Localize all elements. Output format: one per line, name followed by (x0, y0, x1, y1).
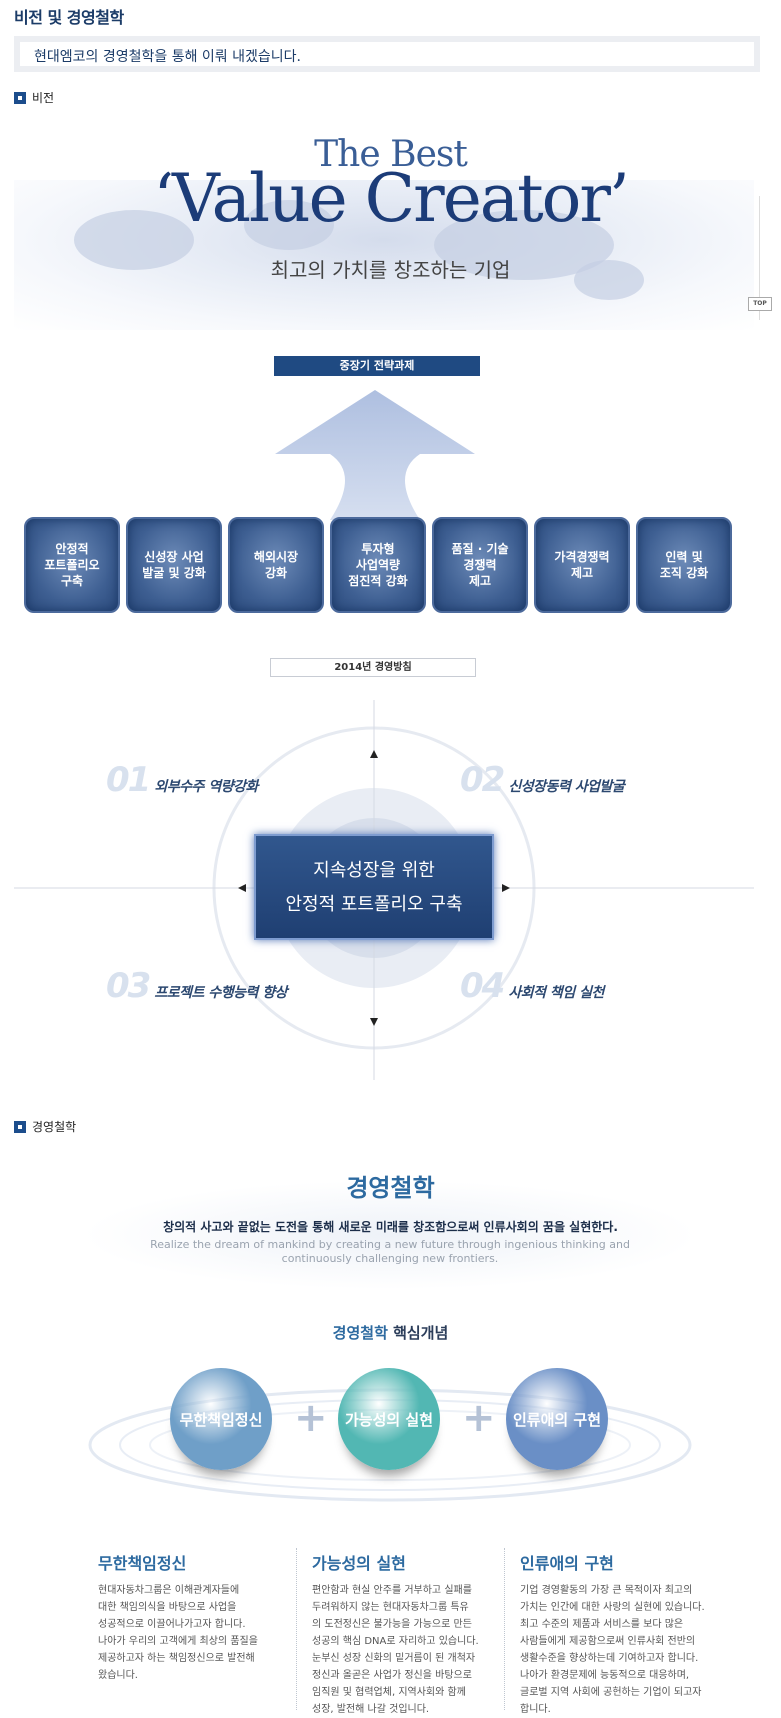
core-policy-box: 지속성장을 위한 안정적 포트폴리오 구축 (254, 834, 494, 940)
philosophy-backdrop (80, 1180, 700, 1290)
goal-01: 01 외부수주 역량강화 (106, 760, 258, 800)
concepts-title: 경영철학 핵심개념 (0, 1322, 781, 1343)
strategy-task: 품질 · 기술 경쟁력 제고 (432, 517, 528, 613)
growth-arrow (275, 390, 475, 520)
column-body: 기업 경영활동의 가장 큰 목적이자 최고의 가치는 인간에 대한 사랑의 실현… (520, 1585, 705, 1715)
vision-subtitle: 최고의 가치를 창조하는 기업 (270, 258, 511, 282)
vision-section-heading: 비전 (14, 89, 54, 106)
strategy-task: 신성장 사업 발굴 및 강화 (126, 517, 222, 613)
strategy-task: 가격경쟁력 제고 (534, 517, 630, 613)
concept-label: 무한책임정신 (179, 1410, 263, 1429)
goal-04: 04 사회적 책임 실천 (460, 966, 604, 1006)
vision-section-label: 비전 (32, 91, 55, 105)
goal-number: 02 (460, 760, 505, 800)
concept-label: 가능성의 실현 (344, 1410, 434, 1429)
strategy-label: 중장기 전략과제 (274, 356, 480, 376)
philosophy-section-heading: 경영철학 (14, 1118, 76, 1135)
strategy-task: 투자형 사업역량 점진적 강화 (330, 517, 426, 613)
strategy-task: 인력 및 조직 강화 (636, 517, 732, 613)
concept-circle: 인류애의 구현 (506, 1368, 608, 1470)
intro-text: 현대엠코의 경영철학을 통해 이뤄 내겠습니다. (34, 49, 301, 65)
scroll-track (759, 196, 760, 320)
vision-the-best: The Best (314, 134, 468, 175)
column-divider (296, 1548, 297, 1710)
goal-02: 02 신성장동력 사업발굴 (460, 760, 625, 800)
philosophy-column: 인류애의 구현 기업 경영활동의 가장 큰 목적이자 최고의 가치는 인간에 대… (520, 1550, 708, 1718)
section-bullet-icon (14, 1120, 26, 1133)
section-bullet-icon (14, 91, 26, 104)
goal-text: 사회적 책임 실천 (508, 985, 604, 1001)
column-heading: 인류애의 구현 (520, 1554, 614, 1573)
column-body: 편안함과 현실 안주를 거부하고 실패를 두려워하지 않는 현대자동차그룹 특유… (312, 1585, 479, 1715)
concepts-title-rest: 핵심개념 (387, 1324, 449, 1342)
goal-number: 01 (106, 760, 151, 800)
philosophy-statement-en: Realize the dream of mankind by creating… (150, 1238, 630, 1265)
philosophy-column: 무한책임정신 현대자동차그룹은 이해관계자들에 대한 책임의식을 바탕으로 사업… (98, 1550, 286, 1684)
concept-label: 인류애의 구현 (512, 1410, 602, 1429)
concepts-title-accent: 경영철학 (332, 1324, 388, 1342)
goal-text: 프로젝트 수행능력 향상 (154, 985, 287, 1001)
policy-label: 2014년 경영방침 (270, 658, 476, 677)
vision-value-creator: ‘Value Creator’ (153, 160, 630, 237)
world-map-background (14, 180, 754, 330)
goal-number: 03 (106, 966, 151, 1006)
page-title: 비전 및 경영철학 (14, 8, 124, 27)
column-divider (504, 1548, 505, 1710)
column-body: 현대자동차그룹은 이해관계자들에 대한 책임의식을 바탕으로 사업을 성공적으로… (98, 1585, 258, 1681)
goal-text: 신성장동력 사업발굴 (508, 779, 625, 795)
philosophy-title: 경영철학 (346, 1174, 435, 1202)
column-heading: 가능성의 실현 (312, 1554, 406, 1573)
strategy-task: 해외시장 강화 (228, 517, 324, 613)
philosophy-section-label: 경영철학 (32, 1120, 77, 1134)
goal-text: 외부수주 역량강화 (154, 779, 258, 795)
top-button[interactable]: TOP (748, 297, 772, 311)
concept-circle: 무한책임정신 (170, 1368, 272, 1470)
intro-box: 현대엠코의 경영철학을 통해 이뤄 내겠습니다. (14, 36, 760, 72)
philosophy-column: 가능성의 실현 편안함과 현실 안주를 거부하고 실패를 두려워하지 않는 현대… (312, 1550, 500, 1718)
strategy-task: 안정적 포트폴리오 구축 (24, 517, 120, 613)
concept-circle: 가능성의 실현 (338, 1368, 440, 1470)
column-heading: 무한책임정신 (98, 1554, 187, 1573)
goal-number: 04 (460, 966, 505, 1006)
philosophy-statement-kr: 창의적 사고와 끝없는 도전을 통해 새로운 미래를 창조함으로써 인류사회의 … (163, 1220, 618, 1234)
plus-icon: + (294, 1395, 328, 1441)
plus-icon: + (462, 1395, 496, 1441)
strategy-tasks: 안정적 포트폴리오 구축 신성장 사업 발굴 및 강화 해외시장 강화 투자형 … (24, 517, 736, 615)
goal-03: 03 프로젝트 수행능력 향상 (106, 966, 287, 1006)
